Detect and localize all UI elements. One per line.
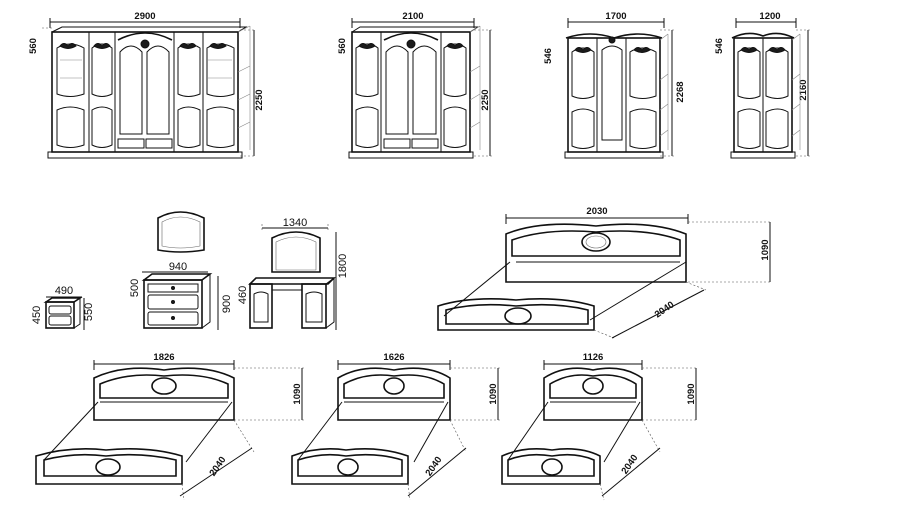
dresser-with-mirror: 940 500 900 bbox=[129, 211, 233, 330]
bed-3-height: 1090 bbox=[488, 383, 499, 404]
wardrobe-2-door: 1200 546 2160 bbox=[714, 11, 810, 159]
vanity-width: 1340 bbox=[283, 217, 307, 229]
bed-4-length: 2040 bbox=[619, 453, 640, 477]
wardrobe-1-top: 560 bbox=[28, 38, 39, 54]
dresser-width: 940 bbox=[169, 261, 187, 273]
wardrobe-4-door: 2100 560 2250 bbox=[337, 11, 492, 159]
wardrobe-3-top: 546 bbox=[543, 48, 554, 64]
wardrobe-2-top: 560 bbox=[337, 38, 348, 54]
wardrobe-3-door: 1700 546 2268 bbox=[543, 11, 686, 159]
nightstand-width: 490 bbox=[55, 285, 73, 297]
nightstand-height: 550 bbox=[83, 303, 95, 321]
bed-1126: 1126 1090 2040 bbox=[501, 352, 698, 501]
nightstand: 490 450 550 bbox=[31, 285, 95, 330]
wardrobe-1-height: 2250 bbox=[254, 89, 265, 110]
bed-4-width: 1126 bbox=[583, 352, 604, 363]
bed-3-width: 1626 bbox=[383, 352, 404, 363]
wardrobe-3-width: 1700 bbox=[605, 11, 626, 22]
bed-1-width: 2030 bbox=[586, 206, 607, 217]
vanity-table: 1340 1800 460 bbox=[237, 217, 349, 330]
bed-3-length: 2040 bbox=[423, 455, 444, 479]
dresser-height: 900 bbox=[221, 295, 233, 313]
bed-1826: 1826 1090 2040 bbox=[35, 352, 306, 501]
wardrobe-4-top: 546 bbox=[714, 38, 725, 54]
dresser-depth: 500 bbox=[129, 279, 141, 297]
wardrobe-2-width: 2100 bbox=[402, 11, 423, 22]
wardrobe-3-height: 2268 bbox=[675, 81, 686, 102]
bed-2030: 2030 1090 2040 bbox=[437, 206, 772, 339]
bed-1-height: 1090 bbox=[760, 239, 771, 260]
wardrobe-5-door: 2900 560 2250 bbox=[28, 11, 265, 159]
wardrobe-4-height: 2160 bbox=[798, 79, 809, 100]
nightstand-depth: 450 bbox=[31, 306, 43, 324]
vanity-depth: 460 bbox=[237, 286, 249, 304]
wardrobe-4-width: 1200 bbox=[759, 11, 780, 22]
bed-1-length: 2040 bbox=[653, 299, 677, 320]
bed-1626: 1626 1090 2040 bbox=[291, 352, 500, 501]
bed-2-height: 1090 bbox=[292, 383, 303, 404]
bed-4-height: 1090 bbox=[686, 383, 697, 404]
bed-2-width: 1826 bbox=[153, 352, 174, 363]
wardrobe-1-width: 2900 bbox=[134, 11, 155, 22]
bed-2-length: 2040 bbox=[207, 455, 228, 479]
vanity-height: 1800 bbox=[337, 254, 349, 278]
wardrobe-2-height: 2250 bbox=[480, 89, 491, 110]
